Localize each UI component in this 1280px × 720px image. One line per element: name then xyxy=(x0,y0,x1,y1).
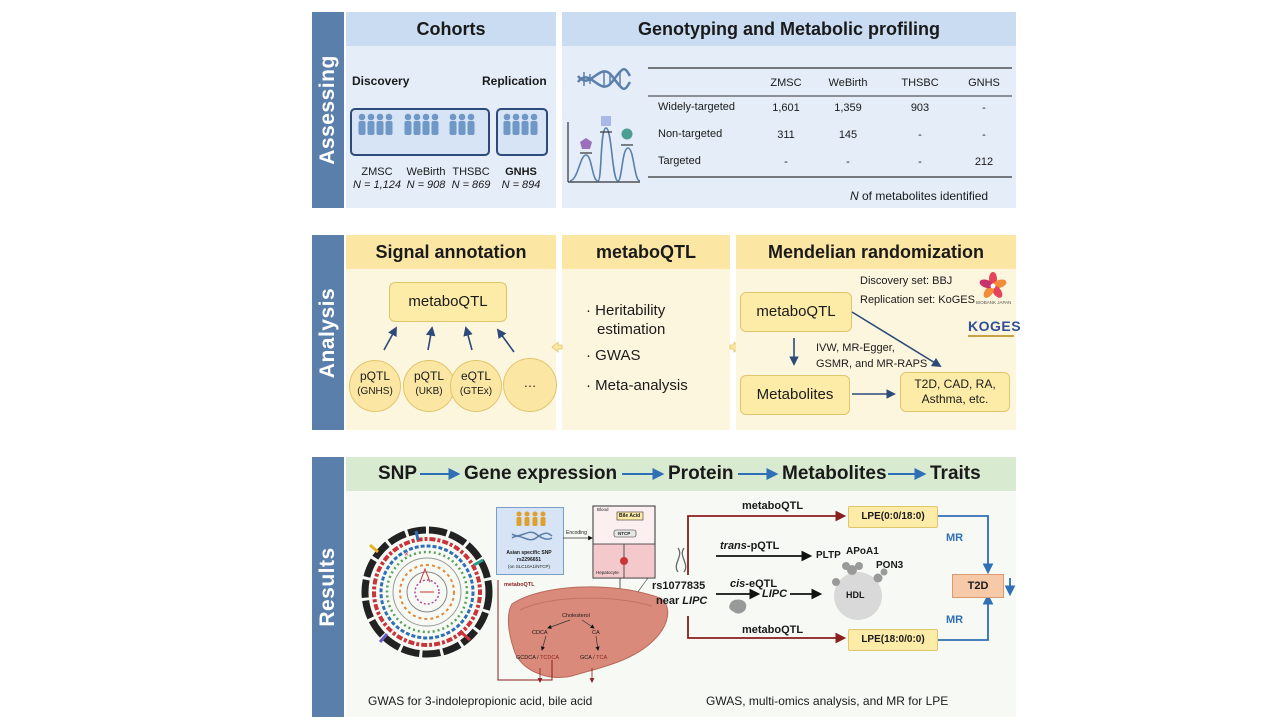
row-label-targeted: Targeted xyxy=(658,155,701,167)
near-lipc-label: near LIPC xyxy=(656,595,708,607)
lipc-gene-label: LIPC xyxy=(762,588,788,600)
table-footnote: N of metabolites identified xyxy=(850,189,989,203)
mr-metaboqtl-box: metaboQTL xyxy=(740,292,852,332)
cholesterol-label: Cholesterol xyxy=(562,613,590,619)
caption-left: GWAS for 3-indolepropionic acid, bile ac… xyxy=(368,694,593,708)
discovery-group-box xyxy=(350,108,490,156)
replication-label: Replication xyxy=(482,74,547,88)
t2d-box: T2D xyxy=(952,574,1004,598)
cohort-gnhs-name: GNHS xyxy=(505,166,537,178)
caption-right: GWAS, multi-omics analysis, and MR for L… xyxy=(706,694,949,708)
table-cell: - xyxy=(982,129,986,141)
table-cell: 903 xyxy=(910,102,930,114)
row-label-widely: Widely-targeted xyxy=(658,101,736,113)
replication-group-box xyxy=(496,108,548,156)
metaboqtl-item-estimation: estimation xyxy=(597,321,666,338)
col-header-gnhs: GNHS xyxy=(968,77,1000,89)
metaboqtl-item-gwas: · GWAS xyxy=(586,347,641,364)
pon3-label: PON3 xyxy=(876,560,904,571)
col-header-thsbc: THSBC xyxy=(901,77,939,89)
pltp-label: PLTP xyxy=(816,550,841,561)
table-cell: - xyxy=(846,156,850,168)
ca-label: CA xyxy=(592,630,600,636)
mr-top-label: MR xyxy=(946,532,964,544)
hepatocyte-label: Hepatocyte xyxy=(596,570,619,575)
side-label-results: Results xyxy=(312,457,344,717)
replication-set-label: Replication set: KoGES xyxy=(860,294,975,306)
discovery-set-label: Discovery set: BBJ xyxy=(860,275,953,287)
pipeline-gene-expression: Gene expression xyxy=(464,463,618,484)
arrow-label-metaboqtl-top: metaboQTL xyxy=(742,500,804,512)
metaboqtl-item-heritability: · Heritability xyxy=(586,302,666,319)
table-cell: - xyxy=(982,102,986,114)
cdca-label: CDCA xyxy=(532,630,548,636)
gcdca-label: GCDCA / TCDCA xyxy=(516,655,560,661)
apoa1-label: APoA1 xyxy=(846,546,879,557)
cohort-zmsc-name: ZMSC xyxy=(361,166,393,178)
table-cell: 145 xyxy=(838,129,858,141)
genotyping-title: Genotyping and Metabolic profiling xyxy=(562,12,1016,46)
hdl-label: HDL xyxy=(846,590,865,600)
mr-outcomes-box: T2D, CAD, RA, Asthma, etc. xyxy=(900,372,1010,412)
metaboqtl-title: metaboQTL xyxy=(562,235,730,269)
lpe-top-box: LPE(0:0/18:0) xyxy=(848,506,938,528)
arrow-label-cis-eqtl: cis-eQTL xyxy=(730,578,778,590)
pipeline-snp: SNP xyxy=(378,463,418,484)
mr-bottom-label: MR xyxy=(946,614,964,626)
cohort-zmsc-n: N = 1,124 xyxy=(352,179,401,191)
row-label-non-targeted: Non-targeted xyxy=(658,128,723,140)
lpe-bottom-box: LPE(18:0/0:0) xyxy=(848,629,938,651)
mr-methods-line2: GSMR, and MR-RAPS xyxy=(816,358,928,370)
side-label-assessing: Assessing xyxy=(312,12,344,208)
arrow-label-trans-pqtl: trans-pQTL xyxy=(720,540,780,552)
metaboqtl-item-meta-analysis: · Meta-analysis xyxy=(586,377,688,394)
more-circle: … xyxy=(503,358,557,412)
liver-metaboqtl-label: metaboQTL xyxy=(504,582,535,588)
table-cell: 212 xyxy=(974,156,994,168)
cohort-webirth-n: N = 908 xyxy=(406,179,446,191)
ntcp-label: NTCP xyxy=(618,531,631,536)
biobank-japan-logo-text: BIOBANK JAPAN xyxy=(976,300,1012,305)
gca-label: GCA / TCA xyxy=(580,655,608,661)
signal-annotation-title: Signal annotation xyxy=(346,235,556,269)
table-cell: - xyxy=(918,156,922,168)
cohort-gnhs-n: N = 894 xyxy=(501,179,541,191)
blood-label: Blood xyxy=(597,507,609,512)
snp-box-line2: rs2296651 xyxy=(516,557,542,563)
pqtl-ukb-circle: pQTL (UKB) xyxy=(403,360,455,412)
mr-methods-line1: IVW, MR-Egger, xyxy=(816,342,895,354)
cohort-thsbc-name: THSBC xyxy=(452,166,490,178)
snp-box-line1: Asian specific SNP xyxy=(506,550,552,556)
mr-title: Mendelian randomization xyxy=(736,235,1016,269)
discovery-label: Discovery xyxy=(352,74,410,88)
table-cell: - xyxy=(784,156,788,168)
asian-snp-box xyxy=(496,507,564,575)
mr-metabolites-box: Metabolites xyxy=(740,375,850,415)
snp-rs1077835: rs1077835 xyxy=(652,580,706,592)
snp-box-line3: (on SLC10A1/NTCP) xyxy=(507,564,551,569)
table-cell: 1,359 xyxy=(834,102,862,114)
table-cell: - xyxy=(918,129,922,141)
arrow-label-metaboqtl-bottom: metaboQTL xyxy=(742,624,804,636)
encoding-label: Encoding xyxy=(566,530,587,536)
col-header-zmsc: ZMSC xyxy=(770,77,802,89)
pipeline-protein: Protein xyxy=(668,463,734,484)
bile-acid-label: Bile Acid xyxy=(619,513,641,519)
table-cell: 1,601 xyxy=(772,102,800,114)
koges-logo: KOGES xyxy=(968,318,1022,334)
pqtl-gnhs-circle: pQTL (GNHS) xyxy=(349,360,401,412)
pipeline-metabolites: Metabolites xyxy=(782,463,887,484)
pipeline-traits: Traits xyxy=(930,463,981,484)
cohort-webirth-name: WeBirth xyxy=(406,166,446,178)
koges-logo-underline xyxy=(968,335,1014,337)
cohort-thsbc-n: N = 869 xyxy=(451,179,491,191)
eqtl-gtex-circle: eQTL (GTEx) xyxy=(450,360,502,412)
signal-metaboqtl-box: metaboQTL xyxy=(389,282,507,322)
side-label-analysis: Analysis xyxy=(312,235,344,430)
col-header-webirth: WeBirth xyxy=(828,77,868,89)
table-cell: 311 xyxy=(777,129,795,141)
cohorts-title: Cohorts xyxy=(346,12,556,46)
